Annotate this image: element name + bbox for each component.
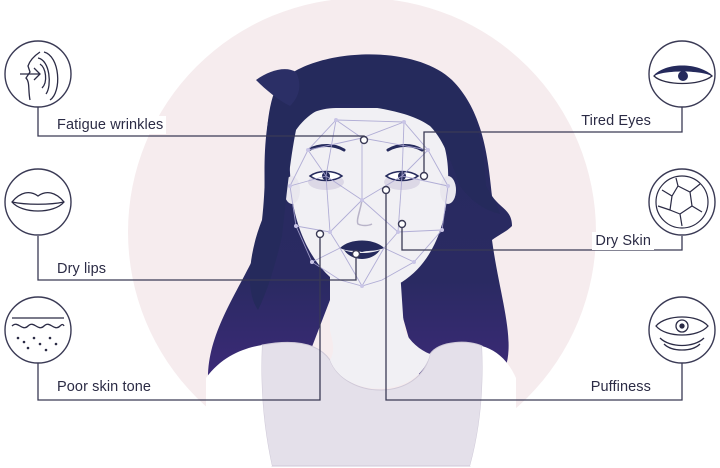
- cracked-skin-icon: [655, 175, 709, 229]
- connector-dots: [315, 135, 429, 259]
- mesh-nodes: [288, 118, 450, 288]
- tank-top: [260, 341, 483, 467]
- label-dry-lips: Dry lips: [54, 260, 110, 278]
- face-profile-arrow-icon: [20, 51, 59, 101]
- tired-eye-icon: [653, 65, 713, 85]
- connector-dry-lips: [37, 236, 357, 281]
- hair-bang: [256, 69, 300, 106]
- label-puffiness: Puffiness: [587, 378, 654, 396]
- ear-right: [440, 176, 456, 204]
- connector-dry-skin: [401, 226, 683, 251]
- skin-layer-icon: [11, 317, 65, 352]
- puffy-eye-icon: [655, 316, 709, 351]
- label-fatigue-wrinkles: Fatigue wrinkles: [54, 116, 167, 134]
- nose: [356, 199, 373, 227]
- connector-tired-eyes: [423, 106, 683, 176]
- lips-icon: [11, 191, 65, 212]
- icon-circles: [4, 40, 716, 364]
- shoulder-left: [206, 345, 272, 466]
- connector-poor-skin: [37, 236, 321, 401]
- label-dry-skin: Dry Skin: [592, 232, 654, 250]
- mouth: [340, 240, 384, 252]
- connector-puffiness: [385, 190, 683, 401]
- neck: [330, 270, 430, 389]
- label-tired-eyes: Tired Eyes: [578, 112, 654, 130]
- ear-left: [284, 176, 300, 204]
- label-poor-skin-tone: Poor skin tone: [54, 378, 155, 396]
- face: [289, 108, 449, 290]
- shoulder-right: [470, 346, 516, 466]
- hair-front: [249, 55, 500, 311]
